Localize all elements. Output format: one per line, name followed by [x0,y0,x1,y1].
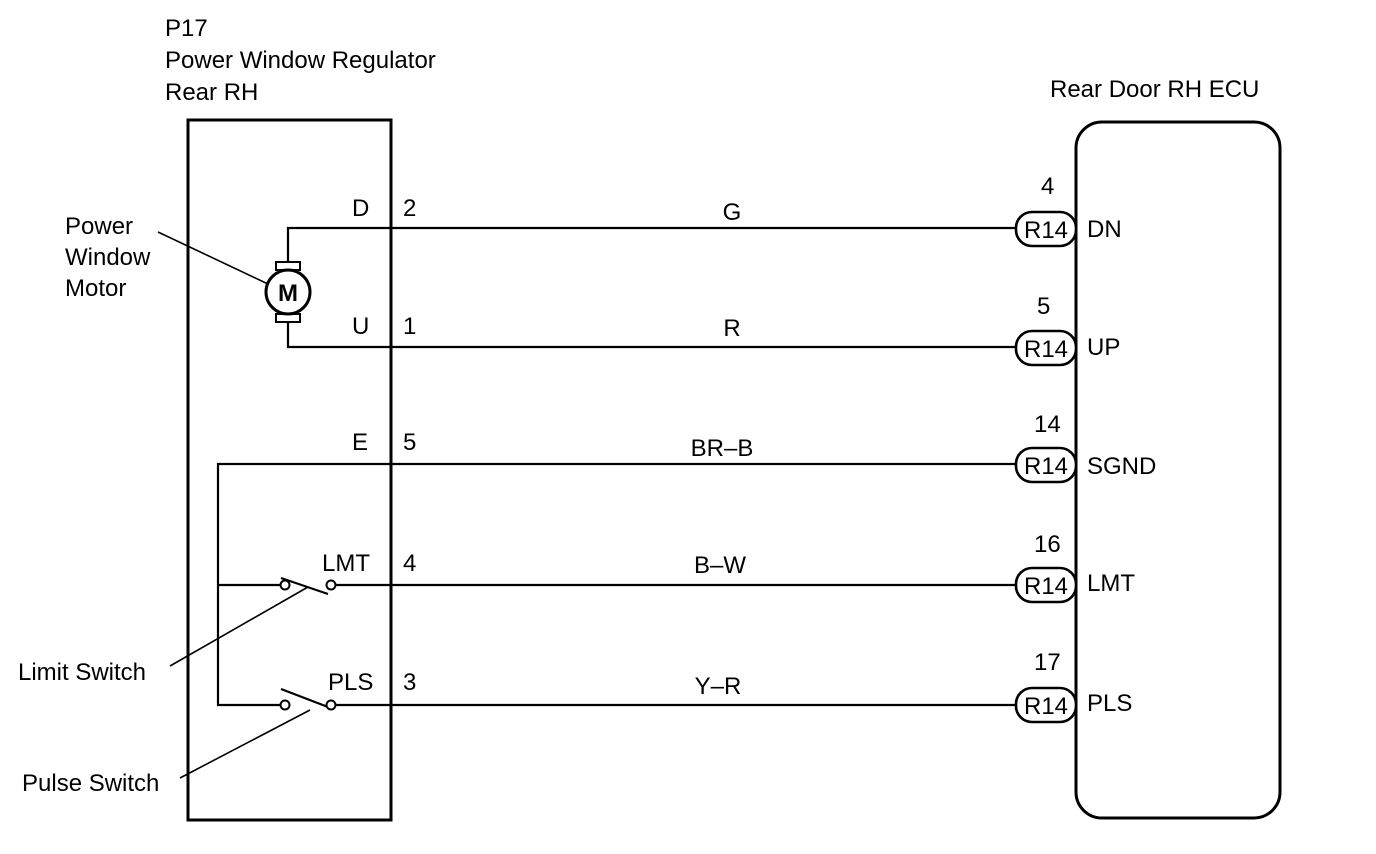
ecu-terminal: UP [1087,334,1120,361]
connector-r14 [1014,210,1078,248]
motor-label-line3: Motor [65,275,126,302]
wire-color: BR–B [691,435,754,462]
terminal-name: PLS [328,669,373,696]
wire-color: R [723,315,740,342]
wire-up: U 1 R R14 5 UP [352,293,1120,367]
motor-circuit: M [264,226,1018,349]
pulse-switch-label: Pulse Switch [22,770,159,797]
motor-label-line2: Window [65,244,151,271]
ecu-pin: 14 [1034,411,1061,438]
wire-dn: D 2 G R14 4 DN [352,173,1122,248]
terminal-name: LMT [322,550,370,577]
regulator-pin: 1 [403,313,416,340]
wire-pls: PLS 3 Y–R R14 17 PLS [328,649,1132,724]
limit-switch-contact-right [325,579,337,591]
regulator-code: P17 [165,15,208,42]
motor-icon [264,268,312,316]
regulator-pin: 3 [403,669,416,696]
wire-sgnd: E 5 BR–B R14 14 SGND [352,411,1156,484]
pulse-switch-contact-right [325,699,337,711]
regulator-pin: 2 [403,195,416,222]
wire-color: Y–R [695,673,742,700]
ecu-pin: 4 [1041,173,1054,200]
connector-r14 [1014,686,1078,724]
limit-switch-blade [280,576,329,596]
pulse-switch-leader [179,709,311,779]
connector-label: R14 [1024,693,1068,720]
regulator-pin: 4 [403,550,416,577]
wire-color: G [723,199,742,226]
pulse-switch-contact-left [279,699,291,711]
connector-r14 [1014,446,1078,484]
connector-label: R14 [1024,336,1068,363]
regulator-position: Rear RH [165,79,258,106]
ecu-name: Rear Door RH ECU [1050,76,1259,103]
ecu-terminal: DN [1087,216,1122,243]
connector-r14 [1014,329,1078,367]
motor-symbol: M [278,280,298,307]
connector-label: R14 [1024,453,1068,480]
ecu-pin: 16 [1034,531,1061,558]
connector-r14 [1014,566,1078,604]
motor-label-line1: Power [65,213,133,240]
regulator-box [186,118,393,822]
limit-switch-contact-left [279,579,291,591]
limit-switch-leader [169,586,309,667]
ecu-terminal: PLS [1087,690,1132,717]
ecu-terminal: LMT [1087,570,1135,597]
wire-lmt: LMT 4 B–W R14 16 LMT [322,531,1135,604]
terminal-name: D [352,195,369,222]
motor-leader-line [157,231,269,285]
terminal-name: U [352,313,369,340]
limit-switch-label: Limit Switch [18,659,146,686]
ecu-pin: 17 [1034,649,1061,676]
regulator-pin: 5 [403,429,416,456]
wire-color: B–W [694,552,746,579]
ecu-pin: 5 [1037,293,1050,320]
switch-circuit [216,462,1018,711]
terminal-name: E [352,429,368,456]
ecu-terminal: SGND [1087,453,1156,480]
regulator-name: Power Window Regulator [165,47,436,74]
connector-label: R14 [1024,217,1068,244]
pulse-switch-blade [280,687,329,709]
connector-label: R14 [1024,573,1068,600]
